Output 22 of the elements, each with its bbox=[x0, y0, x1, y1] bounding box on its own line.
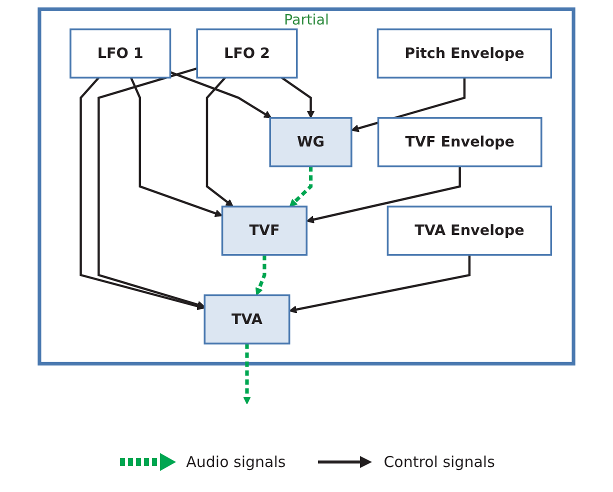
node-box: TVA Envelope bbox=[386, 206, 552, 256]
arrow bbox=[80, 76, 205, 310]
arrow bbox=[170, 71, 272, 118]
node-box: WG bbox=[269, 117, 352, 168]
arrow bbox=[289, 166, 313, 207]
arrow bbox=[288, 254, 471, 314]
node-box: TVF Envelope bbox=[377, 117, 542, 168]
arrow bbox=[351, 78, 466, 132]
arrow bbox=[306, 166, 461, 224]
legend-label: Audio signals bbox=[186, 453, 286, 471]
node-box: Pitch Envelope bbox=[376, 28, 552, 79]
legend-label: Control signals bbox=[384, 453, 495, 471]
node-box: LFO 1 bbox=[70, 28, 172, 79]
arrow bbox=[130, 77, 223, 218]
arrow bbox=[255, 254, 266, 296]
node-box: TVA bbox=[204, 294, 290, 344]
node-box: TVF bbox=[221, 206, 308, 256]
node-box: LFO 2 bbox=[196, 28, 298, 79]
arrow bbox=[281, 76, 315, 118]
arrow bbox=[243, 344, 251, 404]
arrow bbox=[206, 76, 234, 207]
arrow bbox=[98, 67, 205, 308]
